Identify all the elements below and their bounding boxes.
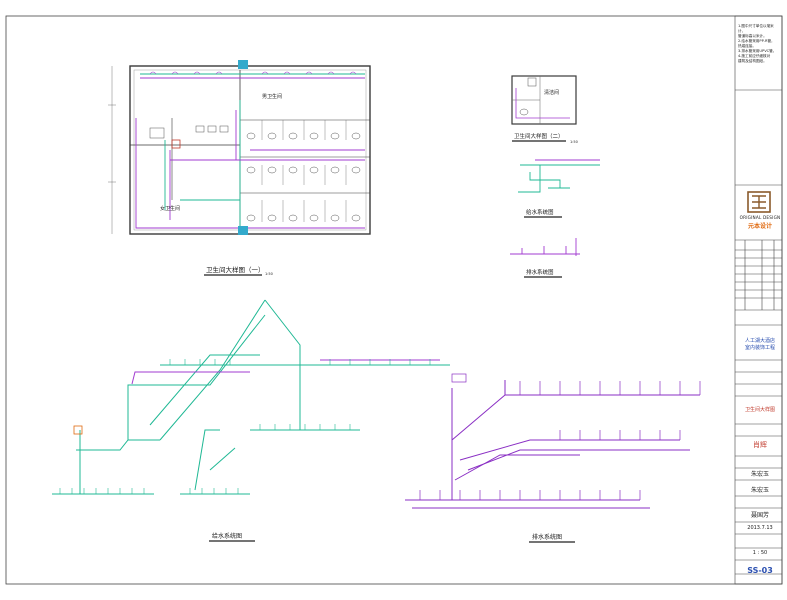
note-line: 2.给水管采用PP-R管， (738, 39, 775, 43)
project-name-2: 室内装饰工程 (744, 345, 775, 351)
room-label-female: 女卫生间 (160, 205, 180, 212)
drawing-name: 卫生间大样图 (744, 407, 775, 413)
small-drain-system (510, 238, 580, 256)
person-1: 朱宏玉 (750, 471, 769, 478)
plan2-scale: 1:50 (570, 140, 578, 144)
person-2: 朱宏玉 (750, 487, 769, 494)
logo-english: ORIGINAL DESIGN (739, 215, 781, 220)
note-line: 4.施工前应仔细核对 (738, 54, 771, 58)
plan1-title: 卫生间大样图（一） (206, 265, 265, 274)
room-label-cleaning: 清洁间 (544, 89, 559, 96)
note-line: 热熔连接。 (738, 44, 756, 48)
note-line: 3.排水管采用UPVC管。 (738, 49, 777, 53)
sheet-border (5, 15, 783, 585)
small-water-system (518, 159, 600, 193)
small-drain-title: 排水系统图 (526, 268, 554, 276)
person-3: 聂国芳 (750, 512, 769, 519)
big-water-system (52, 299, 450, 495)
project-name-1: 人工湖大酒店 (744, 338, 775, 344)
big-water-title: 给水系统图 (212, 532, 242, 540)
small-water-title: 给水系统图 (526, 208, 554, 216)
logo-chinese: 元本设计 (747, 223, 772, 230)
note-line: 管道标高以米计。 (738, 34, 767, 38)
note-line: 1.图中尺寸单位以毫米计， (738, 24, 774, 33)
design-notes: 1.图中尺寸单位以毫米计， 管道标高以米计。 2.给水管采用PP-R管， 热熔连… (738, 24, 780, 64)
plan1-scale: 1:50 (265, 272, 273, 276)
big-drain-title: 排水系统图 (532, 533, 562, 541)
signature: 肖辉 (753, 441, 767, 449)
toilet-plan-1: 男卫生间 女卫生间 (108, 60, 371, 235)
toilet-plan-2: 清洁间 (511, 75, 577, 125)
scale: 1 : 50 (752, 550, 768, 556)
company-logo (747, 191, 771, 213)
date: 2013.7.13 (747, 525, 773, 531)
plan2-title: 卫生间大样图（二） (514, 132, 564, 140)
sheet-number: SS-03 (747, 566, 773, 575)
room-label-male: 男卫生间 (262, 93, 282, 100)
note-line: 建筑及结构图纸。 (738, 59, 767, 63)
big-drain-system (405, 380, 700, 509)
title-block (734, 15, 783, 585)
